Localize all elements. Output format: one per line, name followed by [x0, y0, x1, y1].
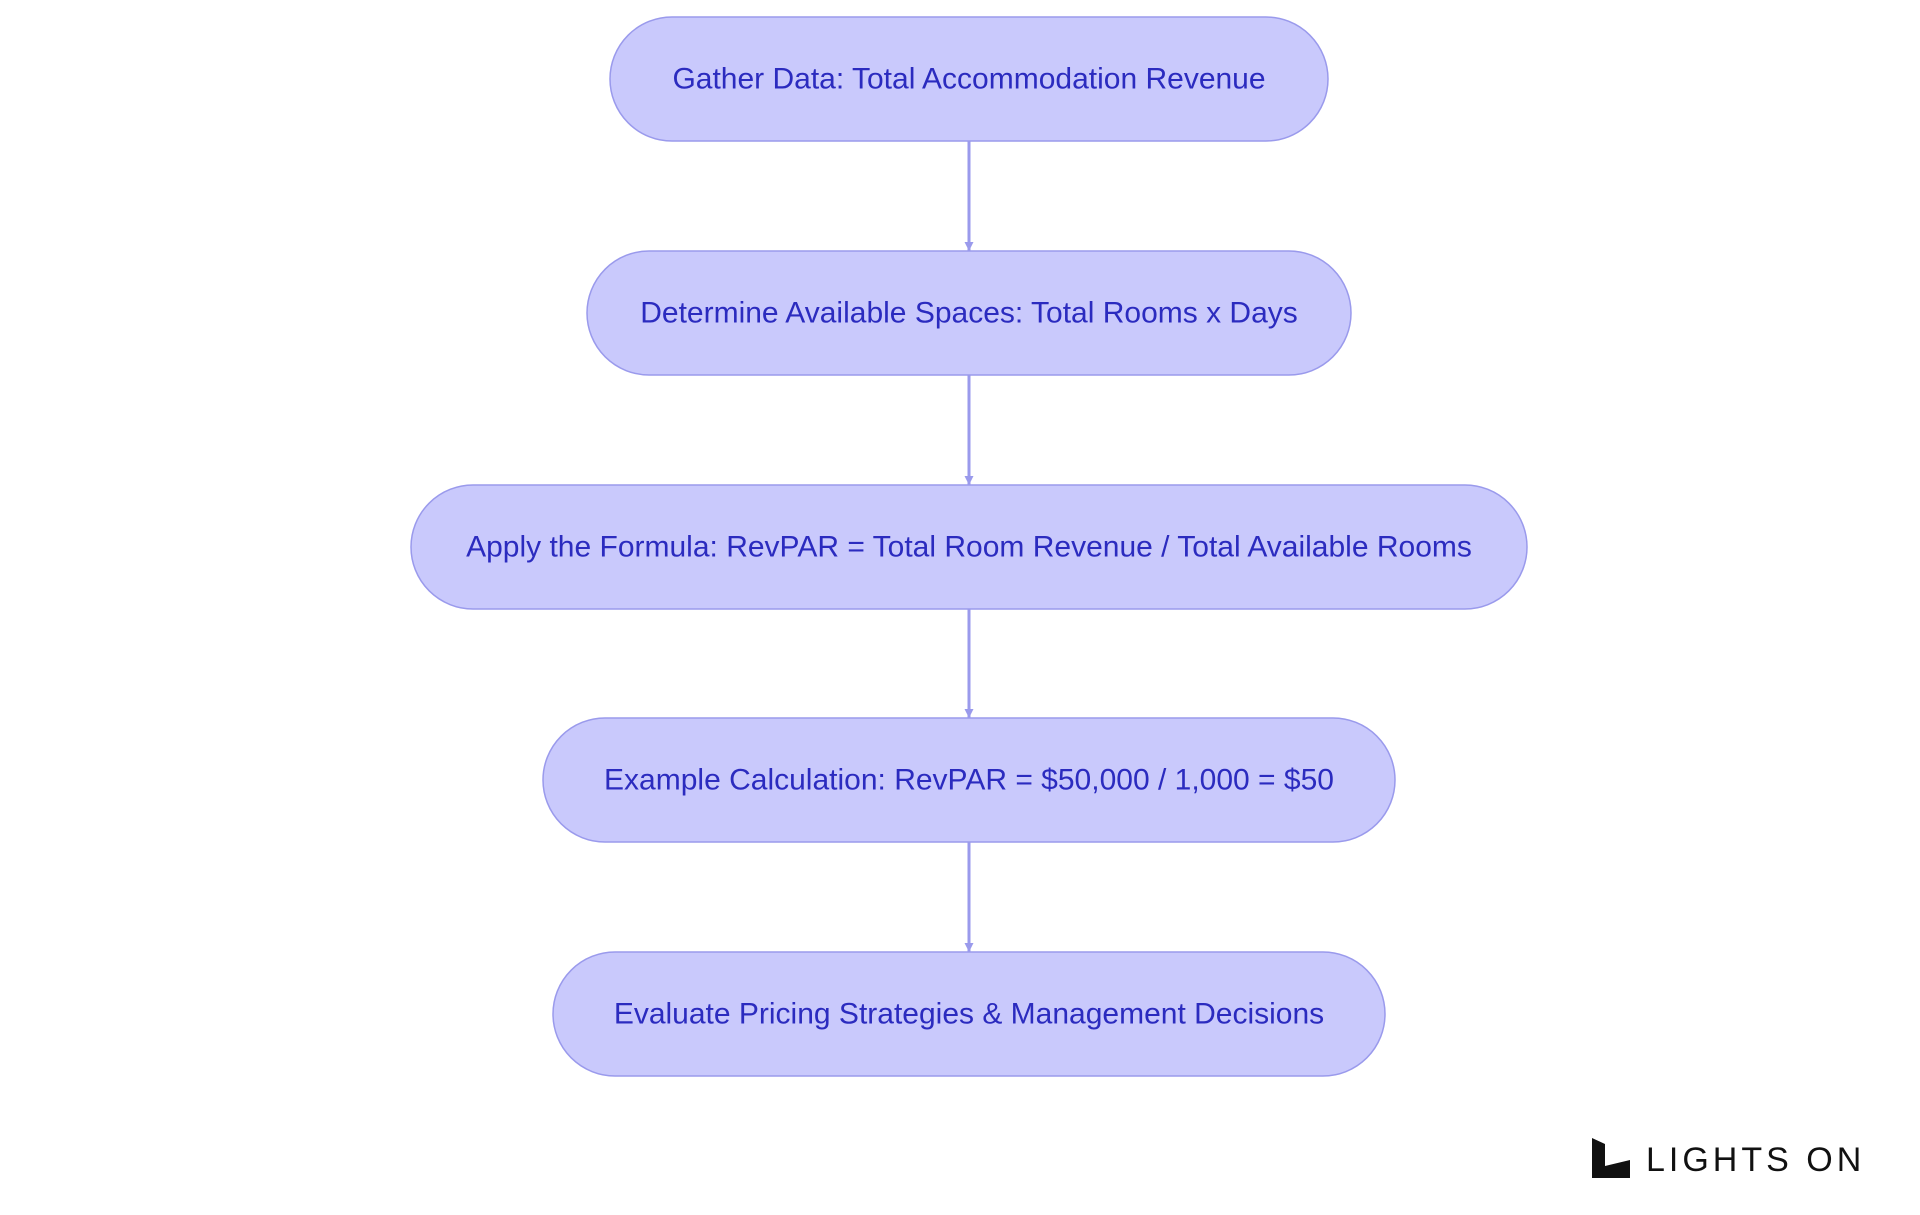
flow-node-gather-data: Gather Data: Total Accommodation Revenue	[609, 16, 1329, 142]
flow-node-shape	[586, 250, 1352, 376]
flow-node-shape	[552, 951, 1386, 1077]
brand-name: LIGHTS ON	[1646, 1140, 1866, 1179]
flow-node-label: Evaluate Pricing Strategies & Management…	[614, 998, 1324, 1031]
flow-node-shape	[410, 484, 1528, 610]
flow-node-label: Determine Available Spaces: Total Rooms …	[640, 297, 1298, 330]
flow-node-shape	[542, 717, 1396, 843]
flow-node-evaluate-pricing: Evaluate Pricing Strategies & Management…	[552, 951, 1386, 1077]
flow-node-apply-formula: Apply the Formula: RevPAR = Total Room R…	[410, 484, 1528, 610]
flow-node-available-spaces: Determine Available Spaces: Total Rooms …	[586, 250, 1352, 376]
flow-node-example-calculation: Example Calculation: RevPAR = $50,000 / …	[542, 717, 1396, 843]
flow-node-shape	[609, 16, 1329, 142]
lights-on-logo-icon	[1592, 1137, 1630, 1183]
flow-node-label: Apply the Formula: RevPAR = Total Room R…	[466, 531, 1472, 564]
flow-node-label: Gather Data: Total Accommodation Revenue	[672, 63, 1265, 96]
nodes-layer: Gather Data: Total Accommodation Revenue…	[410, 16, 1528, 1077]
flow-node-label: Example Calculation: RevPAR = $50,000 / …	[604, 764, 1334, 797]
brand-logo: LIGHTS ON	[1592, 1137, 1866, 1183]
